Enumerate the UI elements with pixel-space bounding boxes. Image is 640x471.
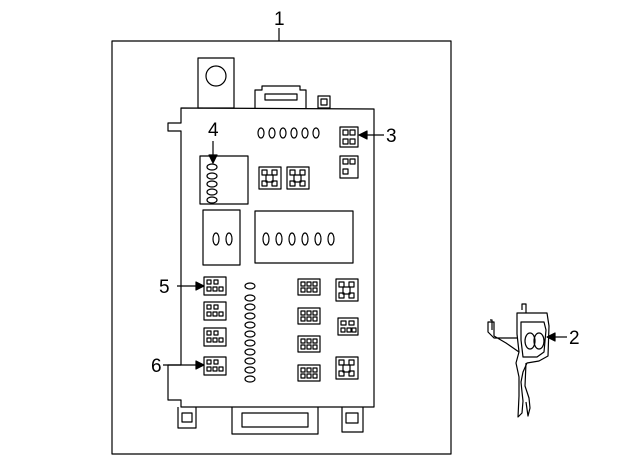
mounting-tab [197, 57, 235, 109]
relay-right-a1 [297, 278, 321, 296]
relay-3 [339, 126, 359, 148]
relay-right-a3 [297, 335, 321, 353]
relay-right-b1 [335, 278, 359, 302]
relay-mid-1 [258, 166, 282, 190]
relay-6 [203, 356, 227, 376]
callout-4: 4 [208, 120, 219, 141]
callout-5: 5 [159, 277, 170, 298]
top-connector [254, 85, 307, 108]
relay-right-a4 [297, 364, 321, 382]
foot-right [341, 407, 364, 433]
relay-top-right-2 [339, 155, 359, 179]
mounting-bracket [487, 303, 550, 418]
relay-right-b3 [335, 356, 359, 380]
assembly-frame [111, 40, 452, 455]
relay-5 [203, 276, 227, 296]
relay-right-a2 [297, 307, 321, 325]
relay-right-b2 [337, 317, 359, 336]
bottom-connector [231, 407, 319, 435]
top-latch [317, 95, 331, 109]
callout-3: 3 [386, 126, 397, 147]
mini-fuse-column [244, 282, 256, 383]
callout-6: 6 [151, 356, 162, 377]
callout-1: 1 [274, 9, 285, 30]
callout-2: 2 [569, 328, 580, 349]
maxi-fuse-block-left [202, 209, 241, 266]
fuse-block-4 [199, 155, 249, 205]
relay-mid-2 [286, 166, 310, 190]
leader-lines [163, 28, 567, 370]
maxi-fuse-block-wide [254, 210, 354, 264]
relay-left-2 [203, 301, 227, 321]
foot-left [177, 407, 197, 429]
fuse-box-body [167, 57, 375, 435]
mini-fuse-row-top [257, 127, 320, 139]
relay-left-3 [203, 327, 227, 347]
mounting-hole [205, 65, 227, 87]
